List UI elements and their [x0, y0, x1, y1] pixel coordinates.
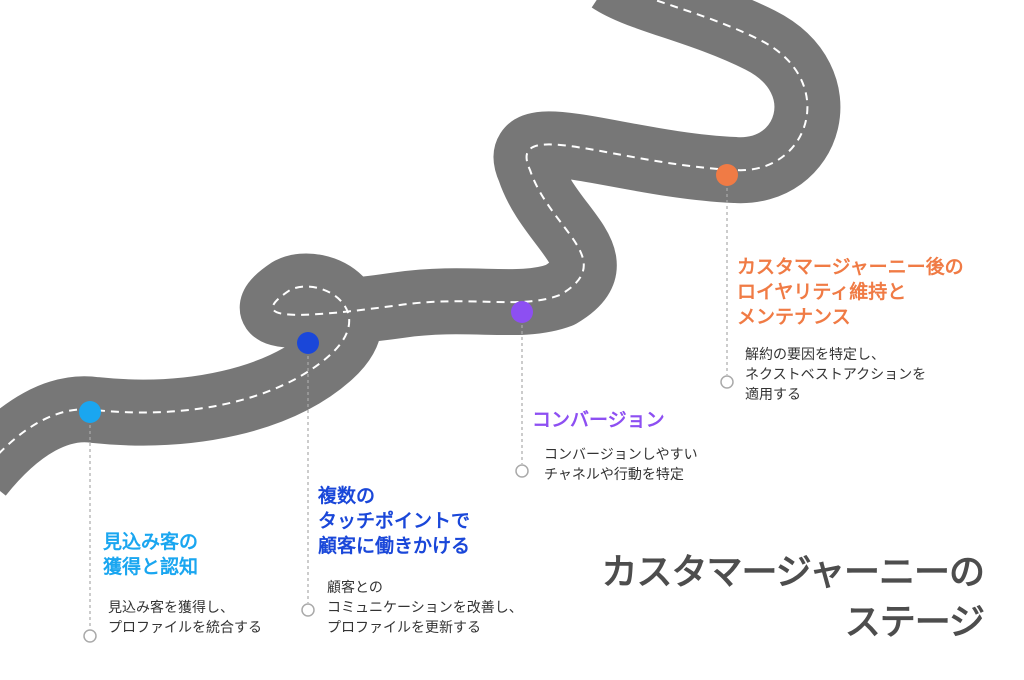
- stage-title-loyalty: カスタマージャーニー後の ロイヤリティ維持と メンテナンス: [737, 256, 964, 328]
- road-surface: [0, 0, 841, 497]
- winding-road: [0, 0, 841, 497]
- stage-dot: [297, 332, 319, 354]
- stage-dot: [511, 301, 533, 323]
- diagram-title: カスタマージャーニーの ステージ: [601, 552, 985, 643]
- stage-marker-conversion: [511, 301, 533, 478]
- stage-description-engagement: 顧客との コミュニケーションを改善し、 プロファイルを更新する: [327, 580, 523, 636]
- stage-title-conversion: コンバージョン: [532, 409, 665, 431]
- connector-end-circle: [83, 629, 97, 643]
- connector-end-circle: [515, 464, 529, 478]
- connector-end-circle: [720, 375, 734, 389]
- stage-title-engagement: 複数の タッチポイントで 顧客に働きかける: [318, 485, 471, 557]
- stage-description-loyalty: 解約の要因を特定し、 ネクストベストアクションを 適用する: [745, 347, 927, 403]
- stage-description-conversion: コンバージョンしやすい チャネルや行動を特定: [544, 447, 698, 483]
- stage-dot: [79, 401, 101, 423]
- stage-description-acquisition: 見込み客を獲得し、 プロファイルを統合する: [108, 600, 262, 636]
- stage-marker-acquisition: [79, 401, 101, 643]
- stage-title-acquisition: 見込み客の 獲得と認知: [103, 531, 199, 578]
- stage-dot: [716, 164, 738, 186]
- connector-end-circle: [301, 603, 315, 617]
- stage-marker-loyalty: [716, 164, 738, 389]
- stage-marker-engagement: [297, 332, 319, 617]
